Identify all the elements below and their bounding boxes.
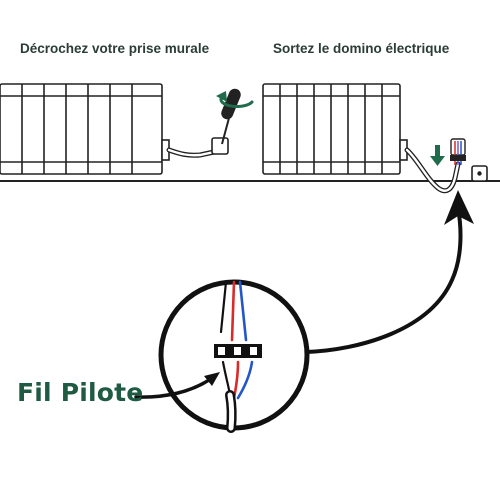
zoom-arrowhead	[444, 190, 474, 225]
step-1-caption: Décrochez votre prise murale	[20, 41, 210, 56]
domino-block	[214, 344, 262, 358]
radiator-right	[262, 83, 408, 175]
step-2-caption: Sortez le domino électrique	[273, 41, 450, 56]
zoom-arrow	[304, 206, 463, 354]
wall-socket-icon	[211, 137, 229, 155]
radiator-left	[0, 83, 170, 175]
rotate-arrow-icon	[216, 91, 254, 109]
label-arrow	[134, 376, 214, 399]
domino-connector-icon	[450, 138, 466, 165]
fil-pilote-label: Fil Pilote	[17, 378, 144, 407]
wire-bundle	[219, 280, 254, 433]
down-arrow-icon	[430, 145, 445, 166]
plug-icon	[221, 88, 241, 145]
